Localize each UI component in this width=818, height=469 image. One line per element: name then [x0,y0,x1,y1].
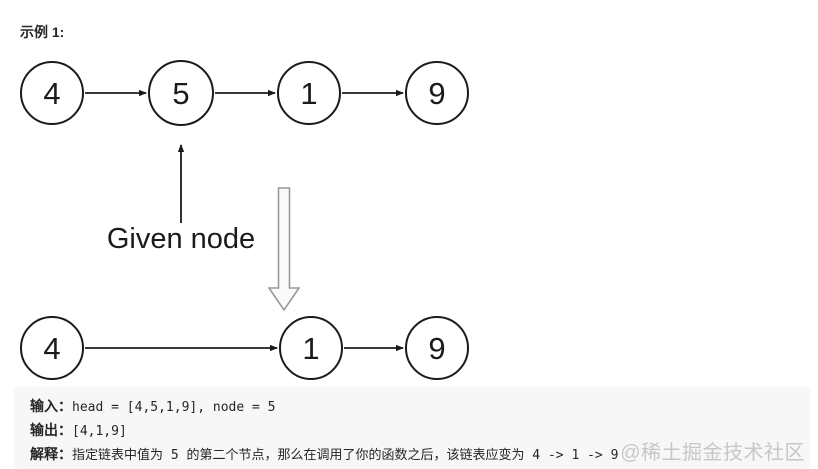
top-linked-list: 4 5 1 9 [20,60,469,126]
linked-list-diagram: 4 5 1 9 Given node [20,60,469,380]
list-node: 4 [20,316,84,380]
list-node: 1 [277,61,341,125]
node-circle [279,316,343,380]
highlighted-node-circle [148,60,214,126]
example-io-block: 输入：head = [4,5,1,9], node = 5 输出：[4,1,9]… [14,387,810,469]
list-node-highlighted: 5 [148,60,214,126]
transformation-down-arrow [267,187,301,312]
node-value: 1 [300,76,317,111]
explanation-value: 指定链表中值为 5 的第二个节点，那么在调用了你的函数之后，该链表应变为 4 -… [72,448,619,463]
node-circle [20,61,84,125]
input-value: head = [4,5,1,9], node = 5 [72,400,276,415]
list-node: 9 [405,316,469,380]
input-line: 输入：head = [4,5,1,9], node = 5 [30,395,794,419]
given-node-label: Given node [107,223,255,255]
list-node: 4 [20,61,84,125]
node-circle [405,61,469,125]
input-label: 输入： [30,398,72,414]
output-value: [4,1,9] [72,424,127,439]
node-value: 9 [428,331,445,366]
bottom-linked-list: 4 1 9 [20,316,469,380]
output-label: 输出： [30,422,72,438]
node-value: 4 [43,331,60,366]
list-node: 1 [279,316,343,380]
node-circle [277,61,341,125]
explanation-line: 解释：指定链表中值为 5 的第二个节点，那么在调用了你的函数之后，该链表应变为 … [30,443,794,467]
node-value: 4 [43,76,60,111]
node-value: 9 [428,76,445,111]
node-circle [405,316,469,380]
node-value: 5 [172,76,189,111]
node-circle [20,316,84,380]
node-value: 1 [302,331,319,366]
output-line: 输出：[4,1,9] [30,419,794,443]
explanation-label: 解释： [30,446,72,462]
example-heading: 示例 1: [20,24,65,40]
list-node: 9 [405,61,469,125]
